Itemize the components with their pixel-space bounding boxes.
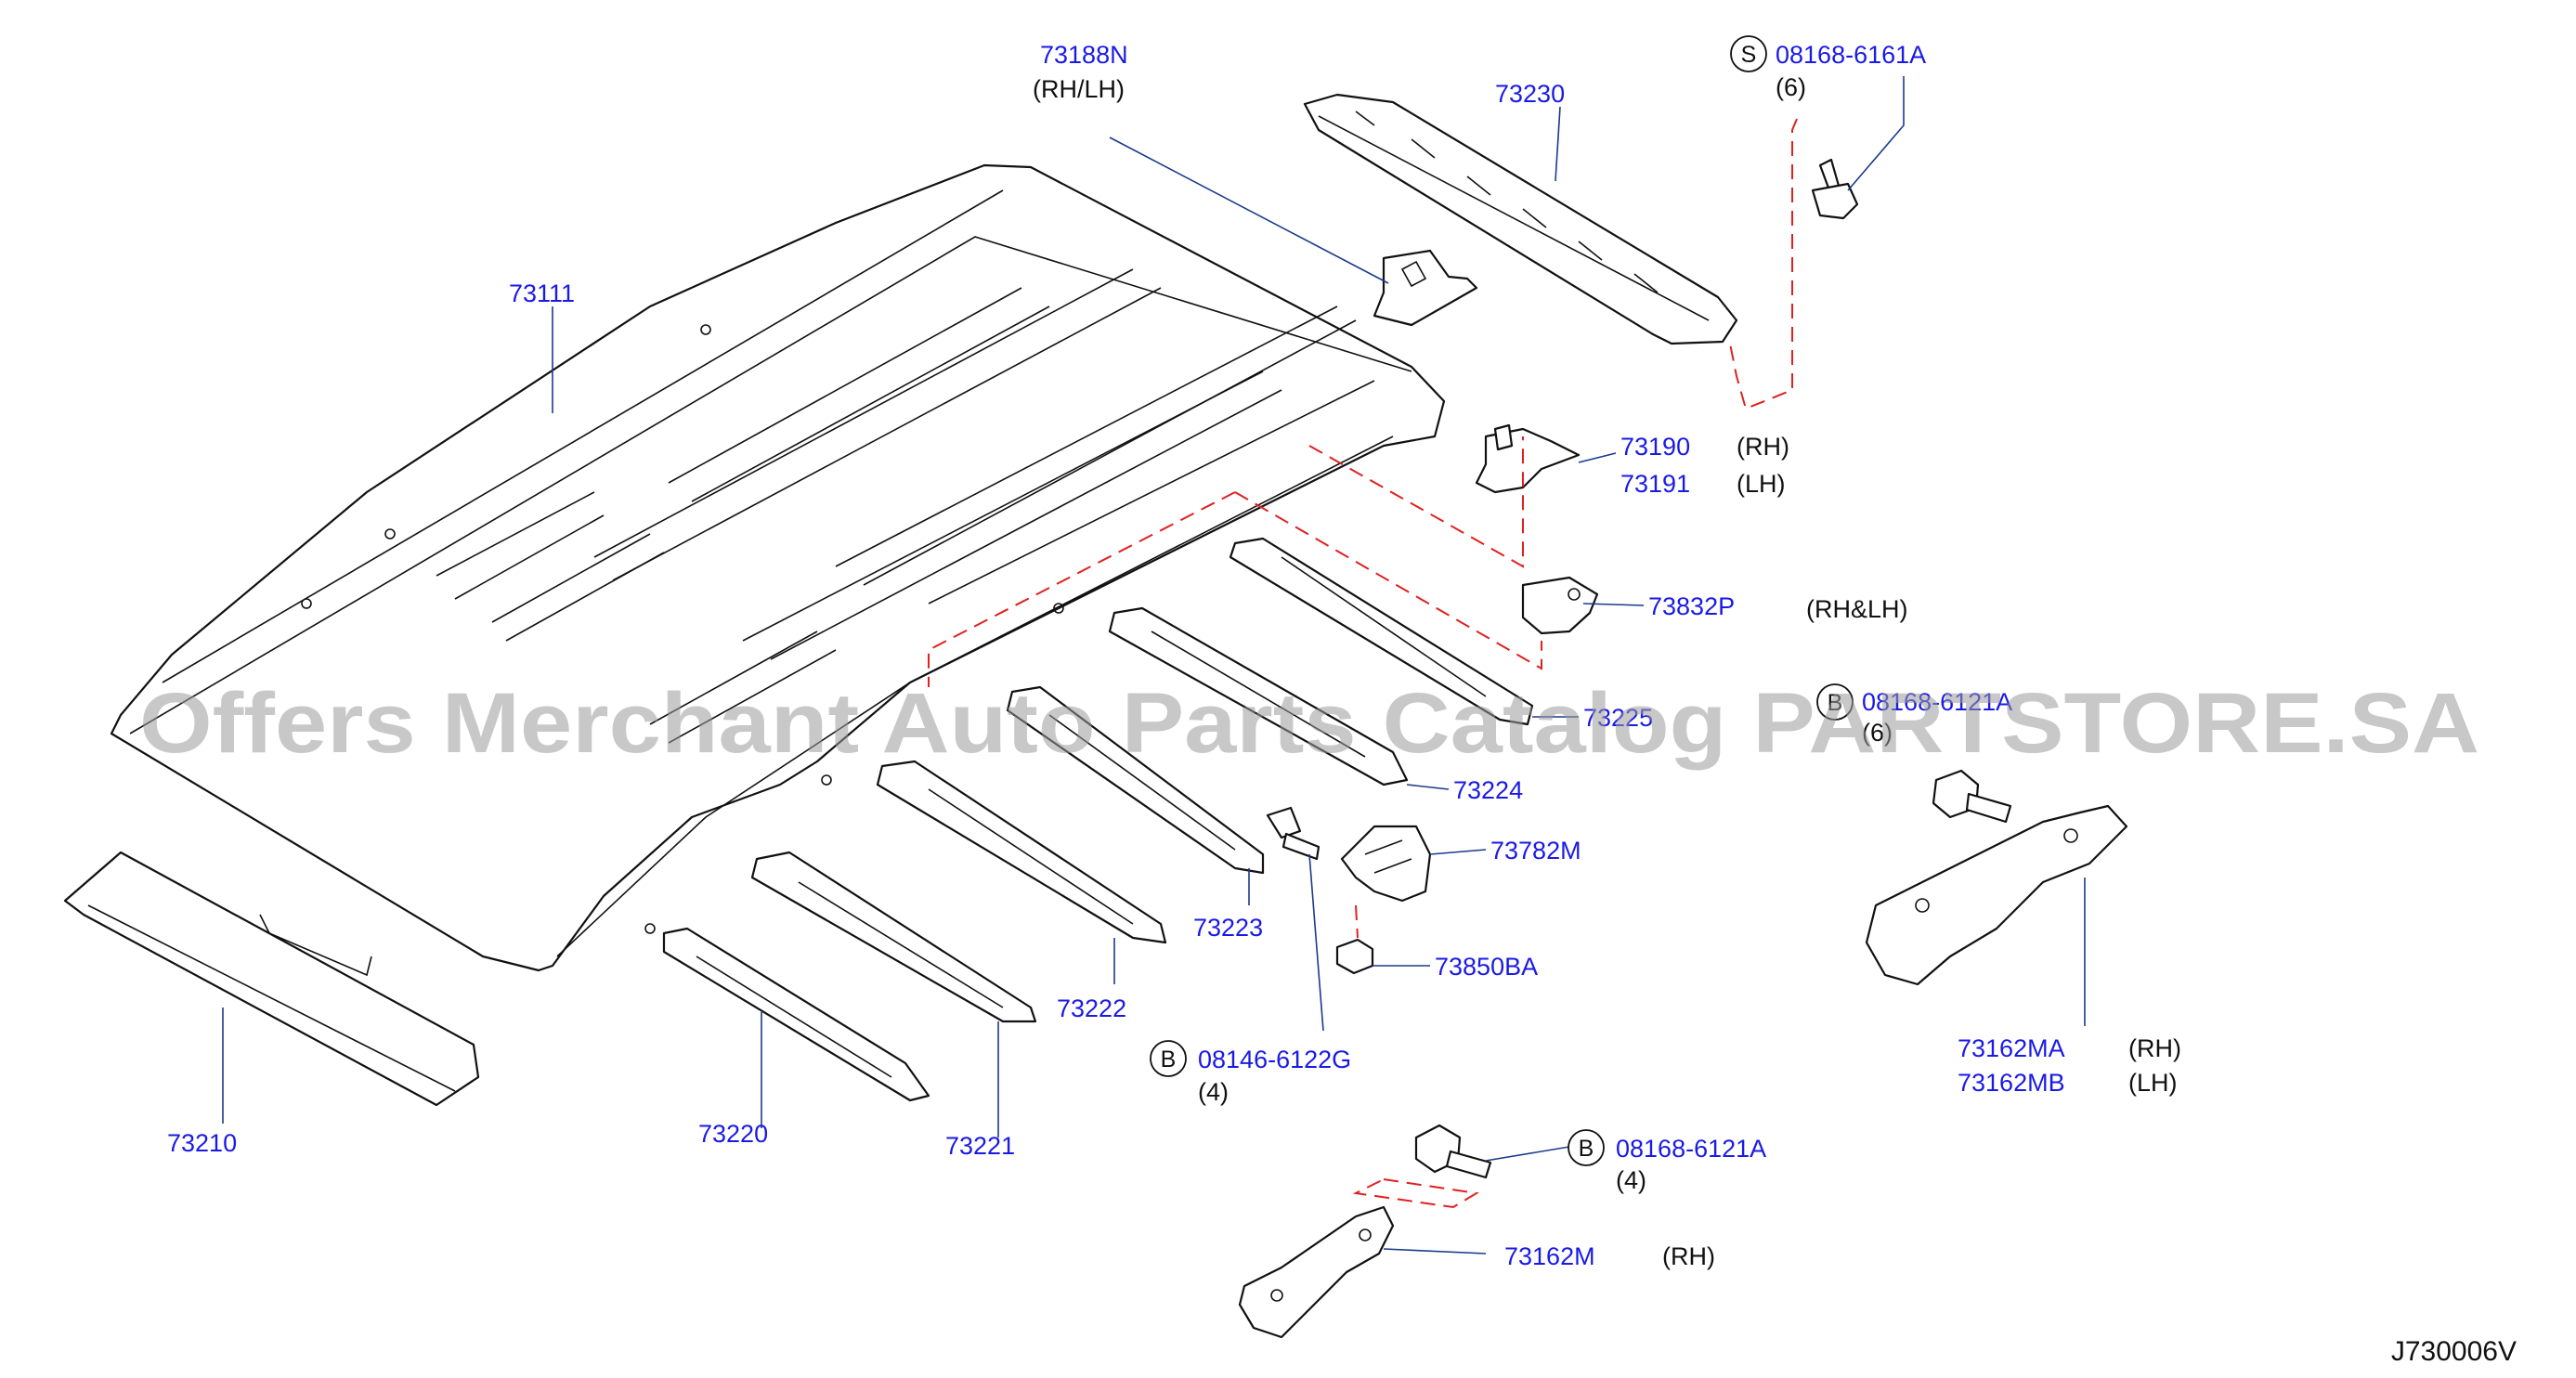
label-73188n: 73188N — [1040, 41, 1128, 69]
roof-panel-part — [110, 163, 1446, 972]
bolt-bottom-part — [1414, 1124, 1492, 1179]
rail-73210-part — [63, 851, 480, 1107]
bolt-right-part — [1932, 769, 2012, 824]
watermark-text: Offers Merchant Auto Parts Catalog PARTS… — [139, 676, 2479, 771]
label-08168-6121a-bottom: 08168-6121A — [1616, 1135, 1766, 1163]
label-73222: 73222 — [1057, 994, 1126, 1022]
note-73190: (RH) — [1737, 433, 1789, 461]
bracket-73162ma-part — [1865, 804, 2128, 986]
label-73111: 73111 — [509, 280, 575, 307]
screw-symbol-top-letter: S — [1741, 42, 1757, 68]
note-73832p: (RH&LH) — [1806, 595, 1908, 623]
bolt-symbol-right-letter: B — [1828, 690, 1843, 716]
label-73162mb: 73162MB — [1958, 1069, 2065, 1097]
label-73224: 73224 — [1453, 776, 1523, 804]
bracket-73188n-part — [1373, 249, 1478, 327]
note-73162mb: (LH) — [2128, 1069, 2178, 1097]
label-73782m: 73782M — [1490, 837, 1581, 864]
label-08168-6161a: 08168-6161A — [1776, 41, 1926, 69]
bolt-symbol-bottom — [1568, 1129, 1605, 1166]
label-73223: 73223 — [1193, 914, 1263, 942]
label-73162m: 73162M — [1504, 1242, 1595, 1270]
bracket-73832p-part — [1521, 576, 1599, 635]
note-73162m: (RH) — [1662, 1242, 1715, 1270]
roof-bow-73222-part — [876, 760, 1167, 944]
diagram-code: J730006V — [2391, 1336, 2517, 1367]
label-73850ba: 73850BA — [1435, 953, 1538, 981]
label-08146-6122g: 08146-6122G — [1198, 1046, 1351, 1073]
bolt-mid-part — [1266, 806, 1321, 861]
roof-bow-73220-part — [662, 927, 930, 1102]
rail-73230-part — [1303, 93, 1738, 345]
bolt-symbol-mid-letter: B — [1161, 1046, 1177, 1072]
label-73190: 73190 — [1620, 433, 1690, 461]
qty-08168-6161a: (6) — [1776, 73, 1806, 101]
roof-bow-73223-part — [1006, 685, 1265, 875]
label-73191: 73191 — [1620, 470, 1690, 498]
qty-08146-6122g: (4) — [1198, 1078, 1229, 1106]
label-73210: 73210 — [167, 1129, 237, 1157]
note-73188n: (RH/LH) — [1033, 75, 1125, 103]
qty-08168-6121a-bottom: (4) — [1616, 1166, 1646, 1194]
label-73832p: 73832P — [1648, 592, 1735, 620]
label-73162ma: 73162MA — [1958, 1034, 2065, 1062]
roof-bow-73221-part — [750, 851, 1037, 1023]
screw-symbol-top — [1730, 35, 1767, 72]
nut-73850ba-part — [1335, 938, 1374, 975]
bolt-symbol-right — [1816, 683, 1854, 721]
roof-bow-73225-part — [1229, 537, 1534, 726]
note-73191: (LH) — [1737, 470, 1786, 498]
bolt-symbol-bottom-letter: B — [1579, 1136, 1594, 1162]
label-73230: 73230 — [1495, 80, 1565, 108]
leader-lines — [222, 76, 2086, 1254]
label-08168-6121a-right: 08168-6121A — [1862, 688, 2012, 716]
dashed-guide-lines — [928, 118, 1798, 1209]
roof-bow-73224-part — [1108, 606, 1409, 786]
label-73225: 73225 — [1583, 704, 1653, 732]
clip-73782m-part — [1340, 825, 1432, 903]
label-73220: 73220 — [698, 1120, 768, 1148]
screw-top-part — [1811, 158, 1859, 220]
note-73162ma: (RH) — [2128, 1034, 2181, 1062]
bracket-73190-part — [1475, 423, 1581, 494]
qty-08168-6121a-right: (6) — [1862, 719, 1893, 747]
label-73221: 73221 — [945, 1132, 1015, 1160]
bolt-symbol-mid — [1150, 1040, 1187, 1077]
bracket-73162m-part — [1238, 1205, 1395, 1339]
